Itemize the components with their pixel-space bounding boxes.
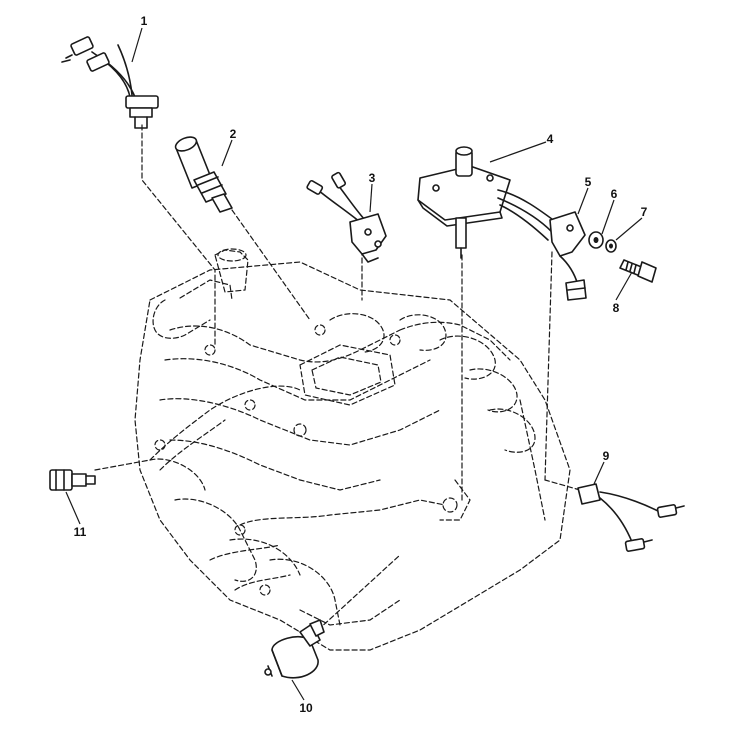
part-6-washer [588,231,604,249]
alignment-leader-lines [94,124,581,631]
callout-2: 2 [230,127,237,141]
callout-5: 5 [585,175,592,189]
callout-4: 4 [547,132,554,146]
part-8-screw [619,259,657,283]
callout-7: 7 [641,205,648,219]
engine-intake-manifold [134,248,571,651]
callout-9: 9 [603,449,610,463]
part-5-bracket [549,211,587,301]
part-1-sending-unit [61,36,159,129]
callout-leaders [65,27,643,701]
callout-10: 10 [299,701,313,715]
part-4-unit [417,146,561,259]
part-3-switch-bracket [306,171,387,263]
part-10-pressure-sender [264,619,325,679]
part-9-sender-pigtail [577,483,685,552]
callout-6: 6 [611,187,618,201]
callout-3: 3 [369,171,376,185]
part-11-plug-fitting [49,469,96,491]
callout-labels: 1 2 3 4 5 6 7 8 9 10 11 [74,14,648,715]
callout-11: 11 [74,525,87,539]
part-7-lockwasher [605,239,617,253]
part-2-sensor [174,136,233,213]
callout-1: 1 [141,14,148,28]
callout-8: 8 [613,301,620,315]
